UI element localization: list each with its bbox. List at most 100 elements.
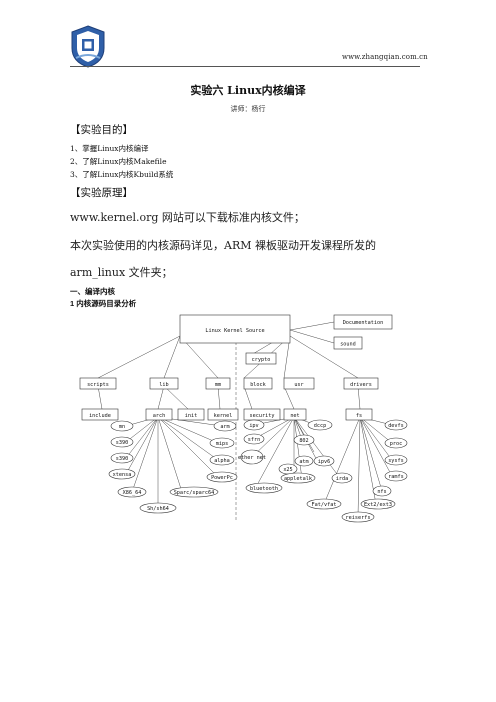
header-rule	[70, 66, 420, 67]
svg-text:Linux Kernel Source: Linux Kernel Source	[205, 328, 264, 334]
svg-text:atm: atm	[299, 459, 308, 465]
page-title: 实验六 Linux内核编译	[190, 84, 306, 97]
node-fs-child: devfs	[384, 419, 408, 431]
section-purpose-heading: 【实验目的】	[70, 124, 133, 136]
svg-text:X86_64: X86_64	[123, 490, 142, 496]
svg-text:init: init	[185, 413, 198, 419]
node-arch-child: mn	[110, 420, 134, 432]
svg-text:net: net	[290, 413, 299, 419]
svg-text:devfs: devfs	[388, 423, 404, 429]
svg-text:lib: lib	[159, 382, 168, 388]
svg-text:alpha: alpha	[214, 458, 230, 464]
svg-text:s390: s390	[116, 440, 129, 446]
node-arch-child: xtensa	[108, 468, 136, 480]
node-fs-child: nfs	[372, 485, 392, 497]
node-arch-child: PowerPc	[206, 471, 238, 483]
node-arch-child: s390	[110, 452, 134, 464]
node-include: include	[81, 408, 119, 421]
node-arch-child: X86_64	[117, 486, 147, 498]
node-net-child: ipv	[243, 419, 265, 431]
svg-text:PowerPc: PowerPc	[211, 475, 233, 481]
node-fs: fs	[345, 408, 373, 421]
svg-text:ramfs: ramfs	[388, 474, 404, 480]
svg-text:Sparc/sparc64: Sparc/sparc64	[174, 490, 215, 496]
svg-text:802: 802	[299, 438, 308, 444]
svg-text:arm: arm	[220, 424, 229, 430]
node-net: net	[283, 408, 307, 421]
heading-compile-kernel: 一、编译内核	[70, 287, 115, 296]
school-seal-logo	[71, 25, 105, 68]
node-net-child: irda	[331, 472, 353, 484]
node-sound: sound	[333, 336, 363, 350]
kernel-source-tree-diagram: Linux Kernel Source Documentation sound …	[79, 314, 408, 523]
node-arch-child: Sparc/sparc64	[169, 486, 219, 498]
paragraph: arm_linux 文件夹；	[70, 266, 173, 279]
node-net-child: 802	[293, 434, 315, 446]
svg-text:Fat/vfat: Fat/vfat	[312, 502, 337, 508]
node-fs-child: sysfs	[384, 454, 408, 466]
node-arch-child: mips	[209, 437, 235, 449]
node-net-child: sfrn	[243, 433, 265, 445]
svg-text:x25: x25	[283, 467, 292, 473]
svg-text:xtensa: xtensa	[113, 472, 132, 478]
node-fs-child: Fat/vfat	[306, 498, 342, 510]
node-drivers: drivers	[343, 377, 379, 390]
node-documentation: Documentation	[333, 314, 393, 330]
svg-text:s390: s390	[116, 456, 129, 462]
node-scripts: scripts	[79, 377, 117, 390]
svg-text:scripts: scripts	[87, 382, 109, 388]
node-arch-child: arm	[213, 420, 237, 432]
svg-text:ether net: ether net	[238, 455, 266, 461]
node-net-child: atm	[294, 455, 314, 467]
purpose-item: 2、了解Linux内核Makefile	[70, 157, 167, 166]
node-security: security	[243, 408, 281, 421]
svg-text:crypto: crypto	[252, 357, 271, 363]
lecturer-line: 讲师：杨行	[230, 105, 266, 113]
node-mm: mm	[205, 377, 231, 390]
svg-text:include: include	[89, 413, 111, 419]
node-arch-child: alpha	[209, 454, 235, 466]
svg-text:ipv: ipv	[249, 423, 258, 429]
svg-text:ipv6: ipv6	[318, 459, 331, 465]
svg-text:bluetooth: bluetooth	[250, 486, 278, 492]
node-block: block	[243, 377, 273, 390]
svg-text:drivers: drivers	[350, 382, 372, 388]
node-net-child: ipv6	[313, 455, 335, 467]
svg-text:mips: mips	[216, 441, 229, 447]
svg-text:arch: arch	[153, 413, 166, 419]
node-fs-child: Ext2/ext3	[360, 498, 396, 510]
svg-text:mm: mm	[215, 382, 221, 388]
site-url: www.zhangqian.com.cn	[342, 53, 428, 61]
svg-text:usr: usr	[294, 382, 303, 388]
node-init: init	[177, 408, 205, 421]
svg-text:security: security	[250, 413, 275, 419]
heading-source-tree: 1 内核源码目录分析	[70, 299, 137, 308]
node-arch-child: Sh/sh64	[139, 502, 177, 514]
svg-text:proc: proc	[390, 441, 403, 447]
svg-text:sound: sound	[340, 342, 356, 348]
node-net-child: dccp	[307, 419, 333, 431]
svg-text:sfrn: sfrn	[248, 437, 261, 443]
node-root: Linux Kernel Source	[179, 314, 291, 344]
node-net-child: bluetooth	[245, 482, 283, 494]
node-lib: lib	[149, 377, 179, 390]
node-arch-child: s390	[110, 436, 134, 448]
paragraph: www.kernel.org 网站可以下载标准内核文件；	[70, 211, 305, 224]
node-fs-child: proc	[384, 437, 408, 449]
node-usr: usr	[283, 377, 315, 390]
svg-text:block: block	[250, 382, 266, 388]
svg-text:Sh/sh64: Sh/sh64	[147, 506, 169, 512]
svg-text:Documentation: Documentation	[343, 320, 384, 326]
section-principle-heading: 【实验原理】	[70, 187, 133, 199]
node-fs-child: ramfs	[384, 470, 408, 482]
svg-text:mn: mn	[119, 424, 125, 430]
node-net-child: appletalk	[280, 472, 316, 484]
svg-text:dccp: dccp	[314, 423, 327, 429]
svg-text:appletalk: appletalk	[284, 476, 313, 482]
node-crypto: crypto	[245, 352, 277, 365]
svg-text:fs: fs	[356, 413, 362, 419]
svg-text:Ext2/ext3: Ext2/ext3	[364, 502, 392, 508]
purpose-item: 1、掌握Linux内核编译	[70, 144, 149, 153]
node-net-child: ether net	[238, 449, 266, 465]
svg-text:sysfs: sysfs	[388, 458, 404, 464]
